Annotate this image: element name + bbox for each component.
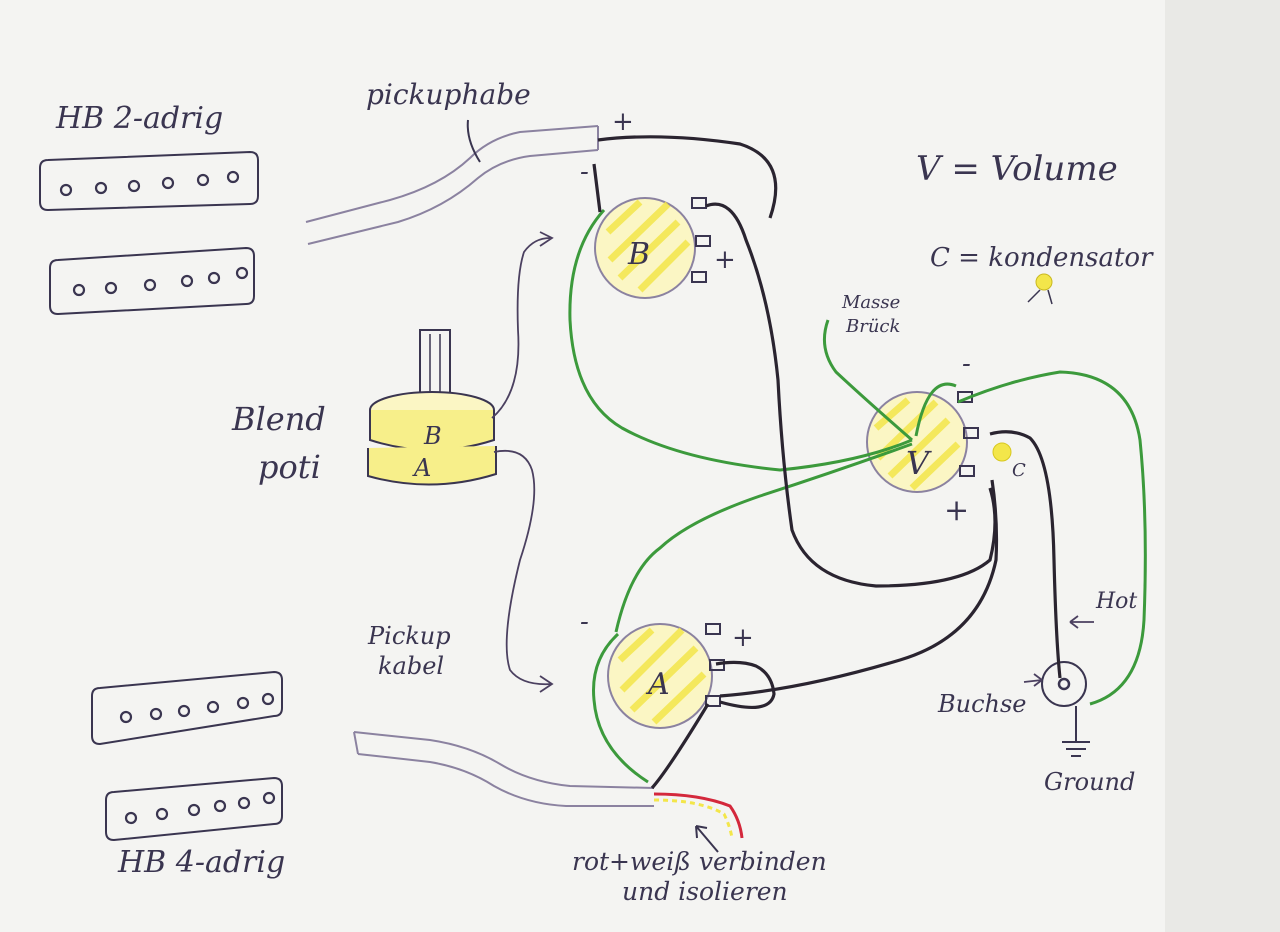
sign-plus-volume: + [944,493,969,528]
paper-edge [1165,0,1280,932]
wire-black-pot-b-to-volume [705,202,997,588]
label-pickup-cable-bottom-1: Pickup [367,622,451,650]
pickup-coil-bottom-2 [105,776,283,842]
sign-minus-top-cable: - [580,157,589,187]
label-masse: Masse [841,292,900,313]
sign-minus-volume: - [962,349,971,379]
sign-minus-pot-a: - [580,607,589,637]
label-hb-4-wire: HB 4-adrig [117,845,285,880]
hot-arrow [1069,615,1094,629]
label-ground: Ground [1044,768,1135,796]
capacitor-dot [992,442,1012,462]
label-poti: poti [258,448,321,486]
pot-a-label: A [645,667,670,702]
wire-black-pot-a-to-volume [719,479,999,698]
legend-volume: V = Volume [916,149,1118,189]
capacitor-legend-icon [1027,273,1053,305]
wire-green-pot-a-to-cable [592,632,649,784]
pot-volume-lug-2 [963,427,979,439]
pot-a-lug-1 [705,623,721,635]
label-hb-2-wire: HB 2-adrig [55,101,223,136]
blend-section-a-label: A [412,454,431,482]
label-blend: Blend [231,400,326,438]
label-pickup-cable-bottom-2: kabel [378,652,444,680]
humbucker-4-wire [91,670,283,842]
blend-pot [367,329,497,486]
pot-b [594,197,711,299]
wire-black-top-minus [592,163,602,213]
wire-blend-a-to-pot-a [493,449,553,686]
blend-pot-section-a-body [367,446,497,486]
label-red-white-note-2: und isolieren [622,877,788,906]
wire-green-volume-lug [914,382,957,437]
label-pickup-cable-top: pickuphabe [366,78,531,111]
pole-pieces-top [59,170,249,297]
buchse-arrow [1023,673,1043,687]
pot-b-label: B [627,237,650,272]
sign-plus-pot-b: + [714,245,736,275]
arrow-to-pot-a [539,675,554,693]
pickup-coil-bottom-1 [91,670,283,746]
output-jack-hole [1057,677,1071,691]
output-jack [1041,661,1090,757]
pole-pieces-bottom [119,692,276,825]
pot-b-lug-2 [695,235,711,247]
ground-symbol [1062,741,1090,757]
sign-plus-pot-a: + [732,623,754,653]
label-buchse: Buchse [937,690,1027,718]
output-jack-body [1041,661,1087,707]
legend-capacitor: C = kondensator [930,243,1154,273]
pot-a-lug-3 [705,695,721,707]
pickup-cable-top [305,125,599,245]
red-white-wires [653,792,744,839]
pot-b-lug-1 [691,197,707,209]
blend-section-b-label: B [423,422,442,450]
wire-green-pot-b-to-volume [568,208,913,472]
hot-wires-black [592,135,1062,790]
pickup-cable-bottom [353,731,655,807]
pickup-cable-top-pointer [466,119,481,163]
wire-black-plus-top [597,135,778,219]
pot-a-lug-2 [709,659,725,671]
wire-black-pot-a-lug [715,660,776,709]
wire-blend-b-to-pot-b [491,237,551,419]
pot-b-lug-3 [691,271,707,283]
arrow-to-pot-b [539,231,554,247]
capacitor-label: C [1012,460,1026,481]
wire-black-volume-to-jack [989,430,1062,679]
sign-plus-top-cable: + [612,107,634,137]
pot-a [607,623,725,729]
red-white-note-arrow [695,825,719,853]
wire-green-bridge-ground [822,319,913,442]
pickup-coil-top-1 [39,150,259,212]
pickup-coil-top-2 [49,246,255,316]
pot-volume-lug-3 [959,465,975,477]
wire-green-volume-to-jack [957,370,1147,706]
label-bruecke: Brück [845,316,900,337]
ground-wires-green [568,208,1147,784]
blend-connections [491,231,1094,693]
humbucker-2-wire [39,150,259,316]
pot-volume-label: V [906,444,932,482]
label-hot: Hot [1095,589,1137,614]
label-red-white-note-1: rot+weiß verbinden [572,847,827,876]
wire-black-pot-a-to-cable [650,703,710,790]
wire-green-pot-a-to-volume [614,442,913,633]
